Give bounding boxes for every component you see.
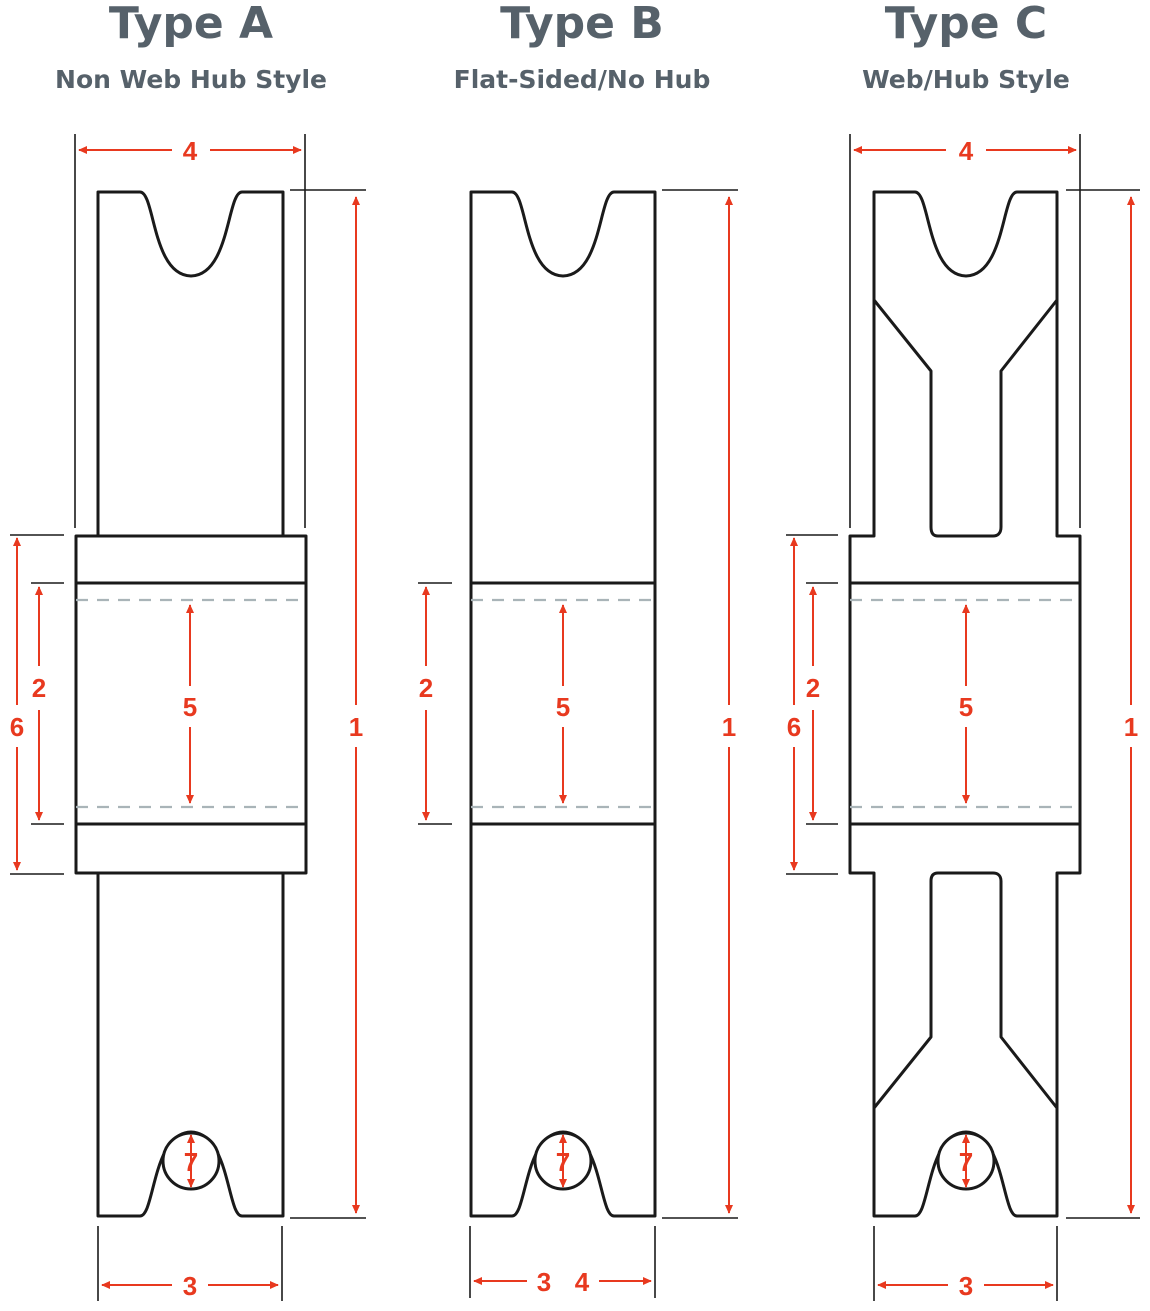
dim-2-label: 2 (806, 673, 820, 703)
dim-1-label: 1 (1124, 712, 1138, 742)
dim-3-label: 3 (537, 1267, 551, 1297)
dim-7-label: 7 (184, 1147, 198, 1177)
type-a-subtitle: Non Web Hub Style (55, 65, 327, 94)
type-b-title: Type B (500, 0, 664, 49)
type-b-subtitle: Flat-Sided/No Hub (454, 65, 711, 94)
type-b-sheave-body (469, 190, 657, 1218)
type-c-group: Type C Web/Hub Style 4 1 6 (786, 0, 1140, 1301)
dim-6-label: 6 (10, 712, 24, 742)
type-c-web-recess (872, 871, 1059, 1109)
dim-3-label: 3 (959, 1271, 973, 1301)
dim-2-label: 2 (419, 673, 433, 703)
type-c-title: Type C (885, 0, 1047, 49)
type-a-group: Type A Non Web Hub Style 4 1 (10, 0, 366, 1301)
type-b-group: Type B Flat-Sided/No Hub 1 2 5 7 3 4 (418, 0, 738, 1298)
dim-2-label: 2 (32, 673, 46, 703)
dim-5-label: 5 (959, 692, 973, 722)
type-c-sheave-body (848, 190, 1082, 1218)
dim-1-label: 1 (722, 712, 736, 742)
type-c-subtitle: Web/Hub Style (862, 65, 1070, 94)
dim-4-label: 4 (959, 136, 974, 166)
dim-6-label: 6 (787, 712, 801, 742)
type-a-hub (74, 534, 308, 875)
dim-4-label: 4 (183, 136, 198, 166)
dim-1-label: 1 (349, 712, 363, 742)
dim-5-label: 5 (556, 692, 570, 722)
dim-7-label: 7 (556, 1147, 570, 1177)
dim-5-label: 5 (183, 692, 197, 722)
type-a-title: Type A (109, 0, 273, 49)
dim-4-label: 4 (575, 1267, 590, 1297)
dim-7-label: 7 (959, 1147, 973, 1177)
dim-3-label: 3 (183, 1271, 197, 1301)
type-c-web-recess (872, 299, 1059, 538)
